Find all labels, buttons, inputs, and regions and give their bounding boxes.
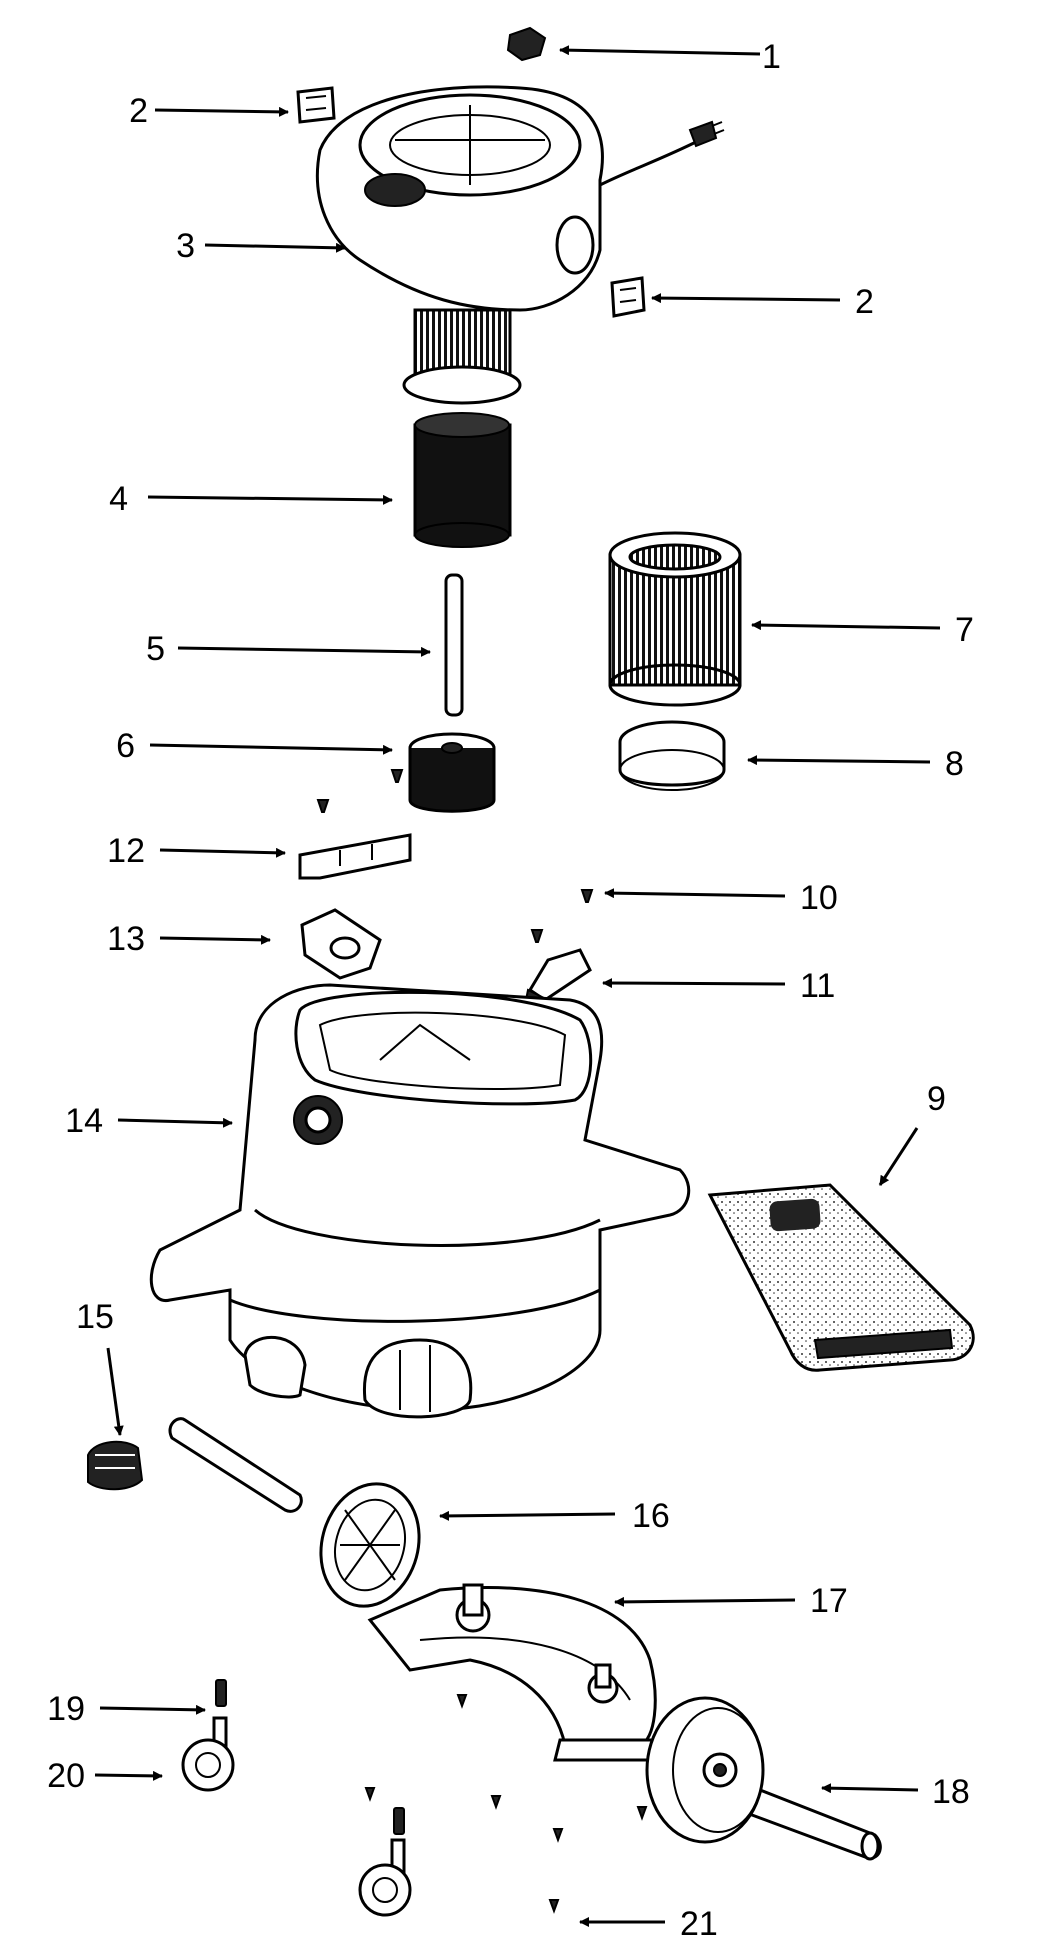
leader-lines — [94, 45, 941, 1927]
part-8-retaining-ring — [618, 720, 726, 791]
part-20-caster — [181, 1716, 235, 1792]
part-15-drain-cap — [87, 1440, 144, 1491]
part-10-screw — [580, 889, 594, 903]
part-7-cartridge-filter — [608, 531, 742, 707]
callout-2-left: 2 — [129, 92, 148, 130]
part-21-screws — [364, 1694, 648, 1914]
part-17-dolly-base — [367, 1583, 663, 1762]
part-4-foam-sleeve — [413, 412, 512, 548]
callout-14: 14 — [65, 1102, 103, 1140]
part-19-caster-stem — [215, 1679, 227, 1707]
callout-12: 12 — [107, 832, 145, 870]
callout-20: 20 — [47, 1757, 85, 1795]
wheel-right — [645, 1696, 765, 1844]
caster-lower — [358, 1807, 412, 1917]
callout-13: 13 — [107, 920, 145, 958]
callout-10: 10 — [800, 879, 838, 917]
callout-17: 17 — [810, 1582, 848, 1620]
callout-11: 11 — [800, 967, 835, 1005]
callout-9: 9 — [927, 1080, 946, 1118]
callout-6: 6 — [116, 727, 135, 765]
part-9-filter-bag — [707, 1183, 975, 1372]
callout-4: 4 — [109, 480, 128, 518]
part-2-latch-right — [610, 276, 646, 318]
part-1-knob — [506, 26, 547, 62]
callout-18: 18 — [932, 1773, 970, 1811]
part-3-motor-head — [315, 85, 725, 405]
callout-3: 3 — [176, 227, 195, 265]
callout-19: 19 — [47, 1690, 85, 1728]
callout-8: 8 — [945, 745, 964, 783]
callout-7: 7 — [955, 611, 974, 649]
part-5-rod — [444, 573, 464, 717]
callout-5: 5 — [146, 630, 165, 668]
callout-1: 1 — [762, 38, 781, 76]
callout-15: 15 — [76, 1298, 114, 1336]
callout-2-right: 2 — [855, 283, 874, 321]
part-12-hinge — [298, 769, 412, 880]
part-2-latch-left — [296, 86, 336, 124]
part-18-axle — [746, 1787, 882, 1861]
callout-16: 16 — [632, 1497, 670, 1535]
callout-21: 21 — [680, 1905, 718, 1943]
part-6-float — [408, 732, 496, 813]
part-16-wheel — [319, 1482, 421, 1608]
part-14-drum — [149, 983, 691, 1419]
part-13-inlet-bracket — [300, 908, 382, 980]
axle-left — [168, 1417, 303, 1513]
